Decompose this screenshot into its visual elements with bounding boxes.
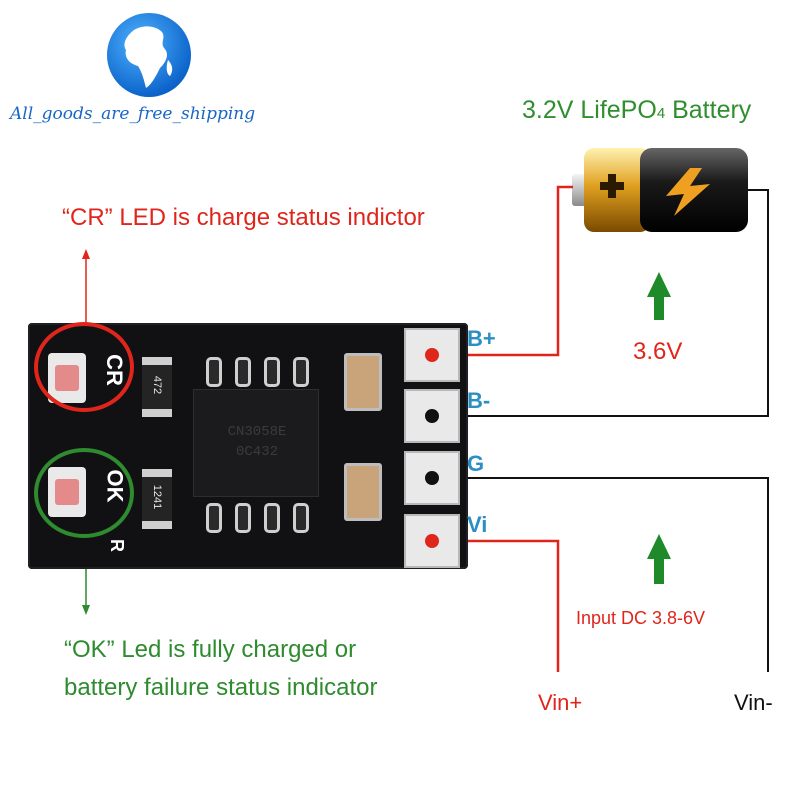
pad-b-minus (404, 389, 460, 443)
wire-battery-minus (432, 189, 769, 417)
chip-pin (235, 357, 251, 387)
ok-led-annotation-line2: battery failure status indicator (64, 674, 378, 701)
vin-minus-label: Vin- (734, 690, 773, 715)
chip-marking-line1: CN3058E (227, 424, 287, 440)
vin-plus-label: Vin+ (538, 690, 583, 715)
capacitor-bottom (344, 463, 382, 521)
pin-label-b-plus: B+ (467, 326, 496, 351)
input-arrow-icon (647, 534, 671, 584)
ok-led-highlight (34, 448, 134, 538)
cr-led-annotation: “CR” LED is charge status indictor (62, 204, 425, 231)
battery-title: 3.2V LifePO4 Battery (522, 96, 751, 125)
output-voltage-label: 3.6V (633, 338, 683, 365)
wire-ground (432, 477, 769, 672)
battery-title-main: 3.2V LifePO (522, 96, 657, 124)
chip-pin (293, 503, 309, 533)
pad-vi (404, 514, 460, 568)
battery-lightning-icon (570, 140, 750, 240)
globe-icon (104, 10, 194, 100)
capacitor-top (344, 353, 382, 411)
silk-r: R (107, 539, 127, 552)
watermark-text: All_goods_are_free_shipping (10, 104, 256, 124)
input-range-label: Input DC 3.8-6V (576, 608, 706, 628)
ok-pointer-arrowhead (82, 605, 90, 615)
battery-title-tail: Battery (665, 96, 752, 124)
cr-led-highlight (34, 322, 134, 412)
chip-pin (206, 503, 222, 533)
resistor-bottom: 1241 (142, 469, 172, 529)
resistor-top-label: 472 (151, 375, 163, 395)
chip-pin (206, 357, 222, 387)
chip-pin (293, 357, 309, 387)
chip-pin (264, 357, 280, 387)
wire-vin-plus (432, 539, 560, 672)
pin-label-b-minus: B- (467, 388, 491, 413)
pad-b-plus (404, 328, 460, 382)
charge-arrow-icon (647, 272, 671, 320)
chip-pin (235, 503, 251, 533)
chip-marking-line2: 0C432 (235, 444, 278, 460)
chip-pin (264, 503, 280, 533)
charger-ic: CN3058E 0C432 (193, 389, 319, 497)
pad-g (404, 451, 460, 505)
battery-title-sub: 4 (656, 105, 666, 122)
pin-label-vi: Vi (467, 512, 488, 537)
ok-led-annotation-line1: “OK” Led is fully charged or (64, 636, 357, 663)
pin-label-g: G (467, 451, 485, 476)
wire-battery-plus (432, 185, 573, 357)
cr-pointer-arrowhead (82, 249, 90, 259)
resistor-top: 472 (142, 357, 172, 417)
resistor-bottom-label: 1241 (151, 484, 163, 510)
